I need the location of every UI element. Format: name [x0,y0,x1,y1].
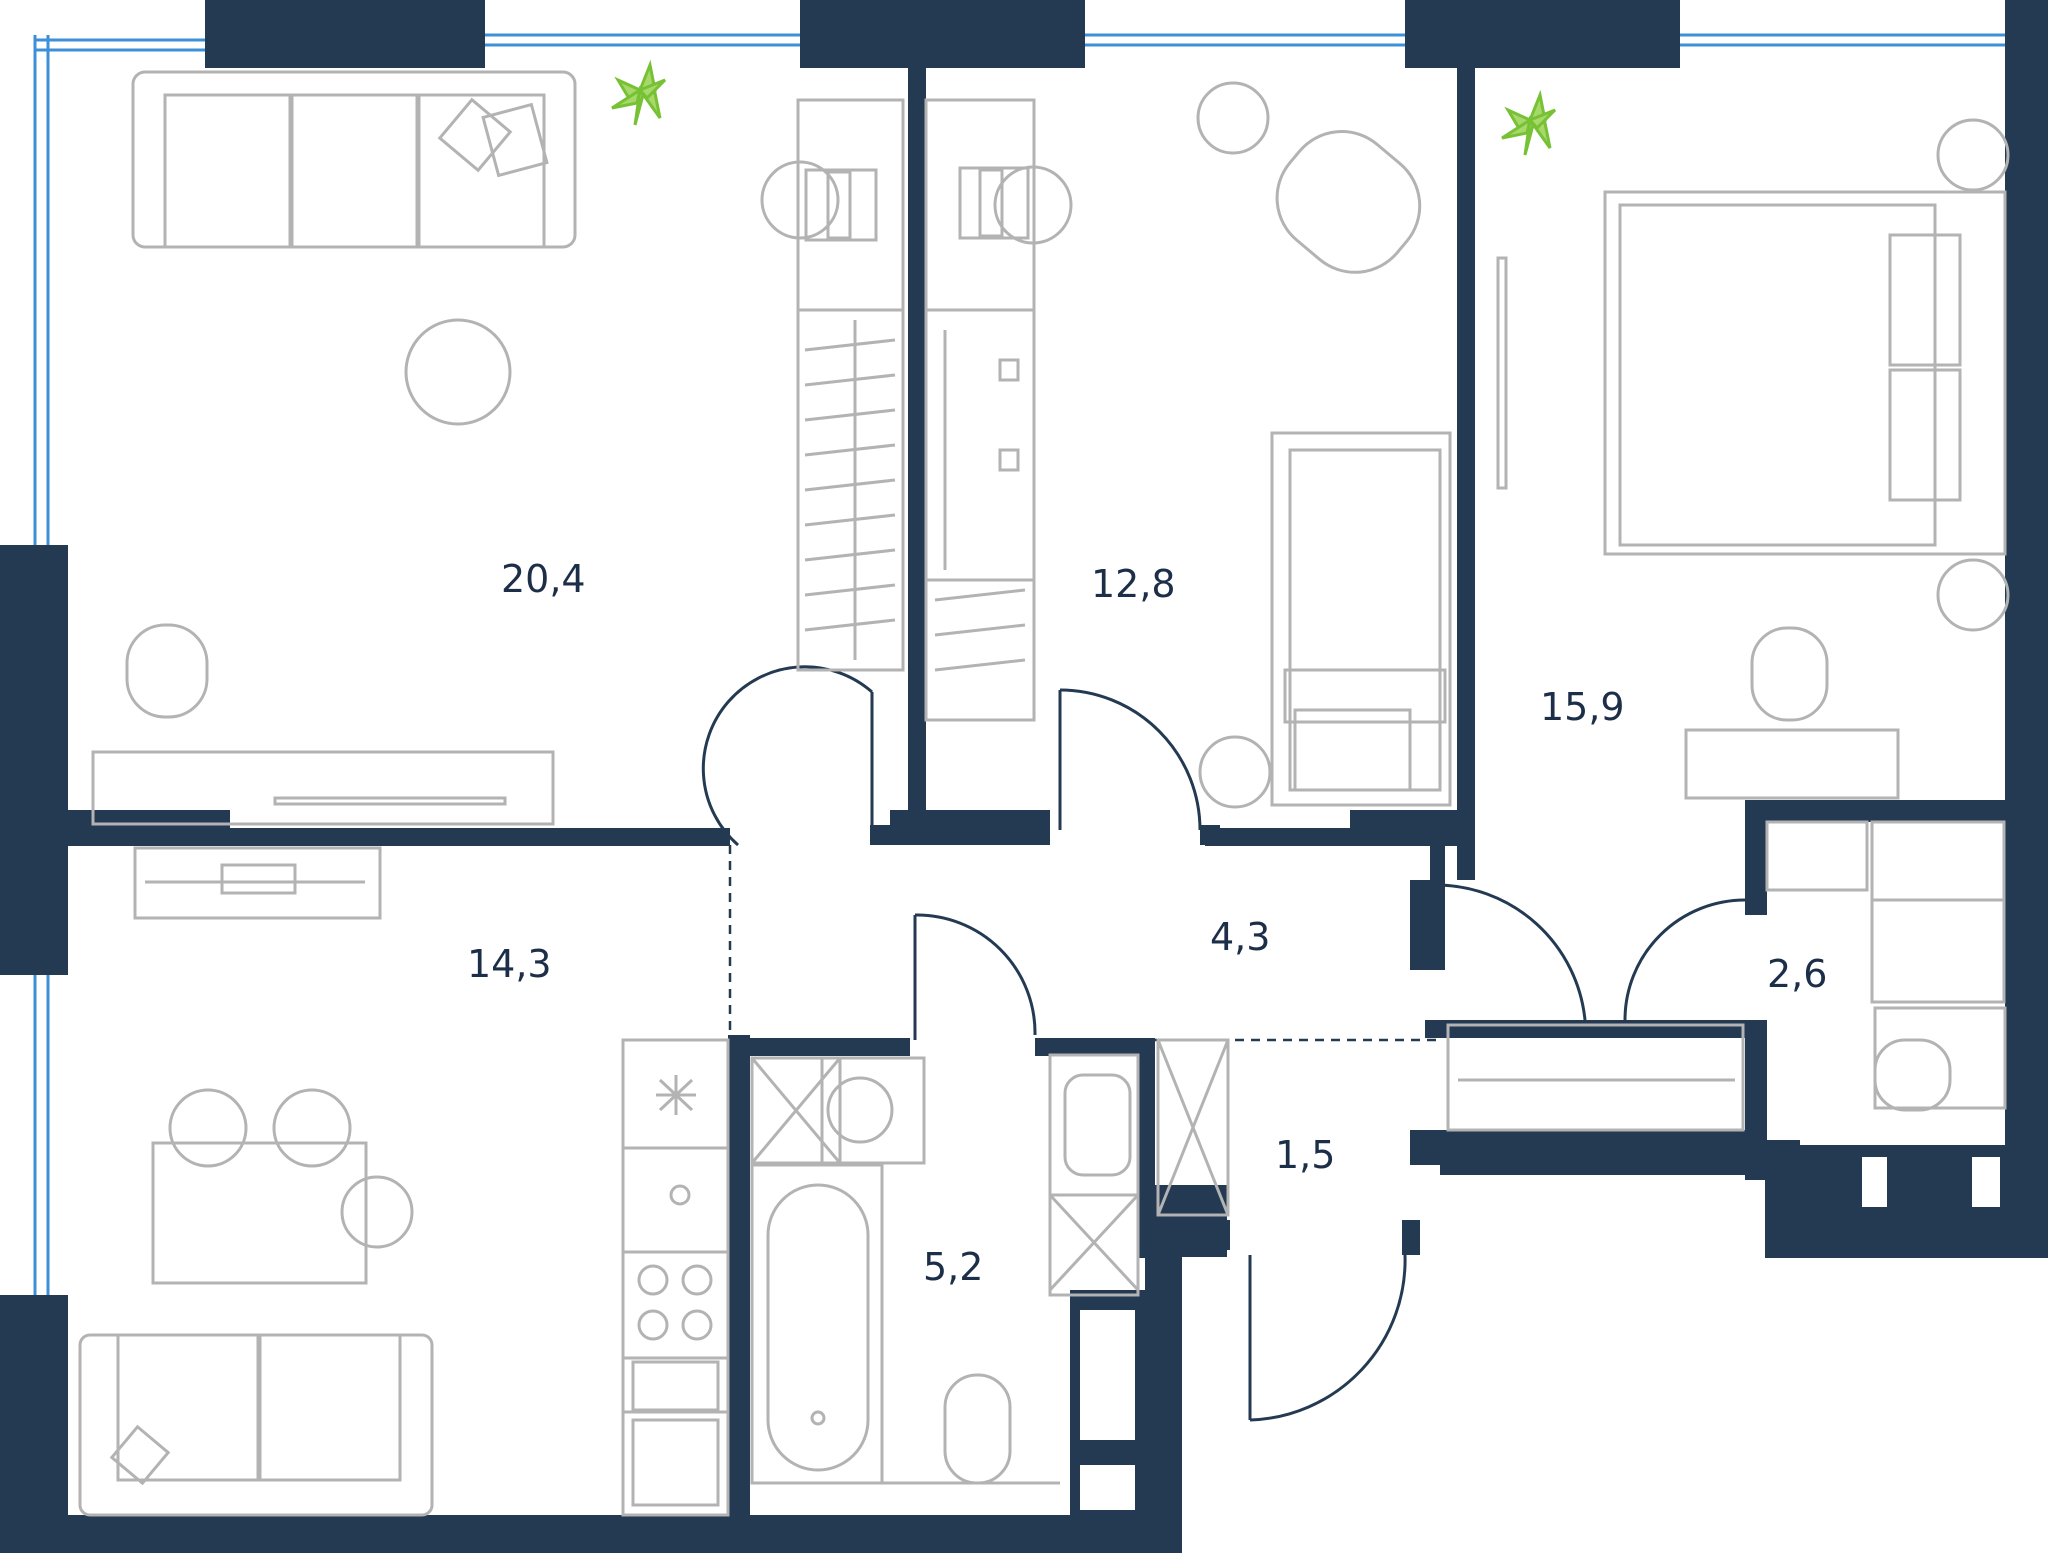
area-kitchen: 14,3 [467,942,552,986]
room-areas: 20,4 12,8 15,9 14,3 4,3 5,2 1,5 2,6 [467,557,1827,1289]
area-bedroom-master: 15,9 [1540,685,1625,729]
area-wc: 2,6 [1767,952,1827,996]
plant-icon [611,59,667,126]
area-entry: 1,5 [1275,1133,1335,1177]
shafts [1080,1157,2000,1510]
furniture [78,70,2010,1517]
area-bathroom: 5,2 [923,1245,983,1289]
windows [33,33,2005,1295]
area-living-room: 20,4 [501,557,586,601]
area-bedroom-small: 12,8 [1091,562,1176,606]
area-hallway: 4,3 [1210,915,1270,959]
plant-icon [1501,89,1557,156]
